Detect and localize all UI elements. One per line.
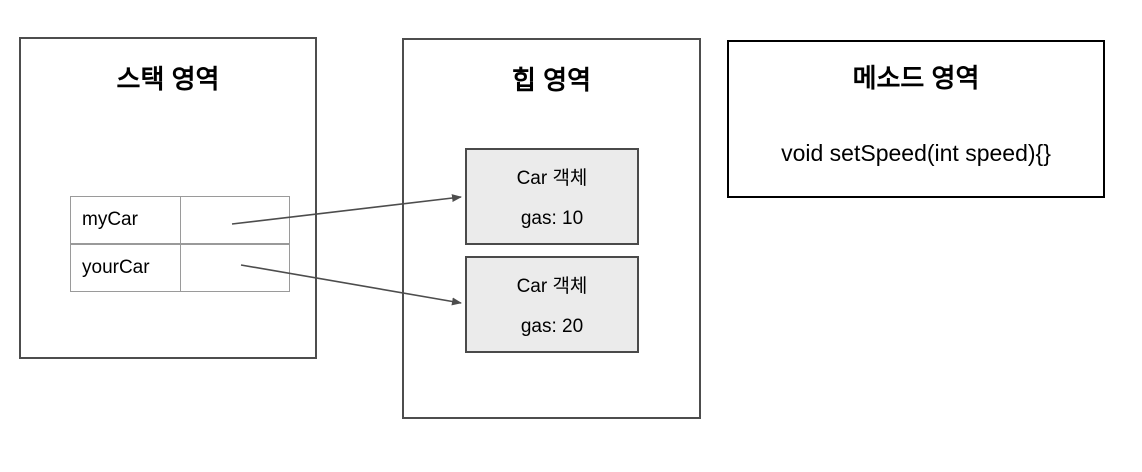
stack-variable-value-mycar [181,197,291,243]
heap-object-label: Car 객체 [516,276,588,297]
method-area-title: 메소드 영역 [852,63,980,93]
heap-object-car-2: Car 객체 gas: 20 [465,256,639,353]
table-row: yourCar [70,244,290,292]
stack-variable-value-yourcar [181,245,291,291]
heap-object-label: Car 객체 [516,168,588,189]
stack-variable-name-mycar: myCar [71,197,181,243]
heap-area-panel: 힙 영역 Car 객체 gas: 10 Car 객체 gas: 20 [402,38,701,419]
stack-area-panel: 스택 영역 myCar yourCar [19,37,317,359]
stack-area-title: 스택 영역 [116,64,220,94]
heap-object-car-1: Car 객체 gas: 10 [465,148,639,245]
heap-object-field-gas: gas: 20 [520,316,584,337]
heap-object-field-gas: gas: 10 [520,208,584,229]
stack-variable-name-yourcar: yourCar [71,245,181,291]
method-signature-text: void setSpeed(int speed){} [781,140,1051,166]
method-area-panel: 메소드 영역 void setSpeed(int speed){} [727,40,1105,198]
heap-area-title: 힙 영역 [512,65,591,95]
table-row: myCar [70,196,290,244]
stack-variable-table: myCar yourCar [70,196,290,293]
